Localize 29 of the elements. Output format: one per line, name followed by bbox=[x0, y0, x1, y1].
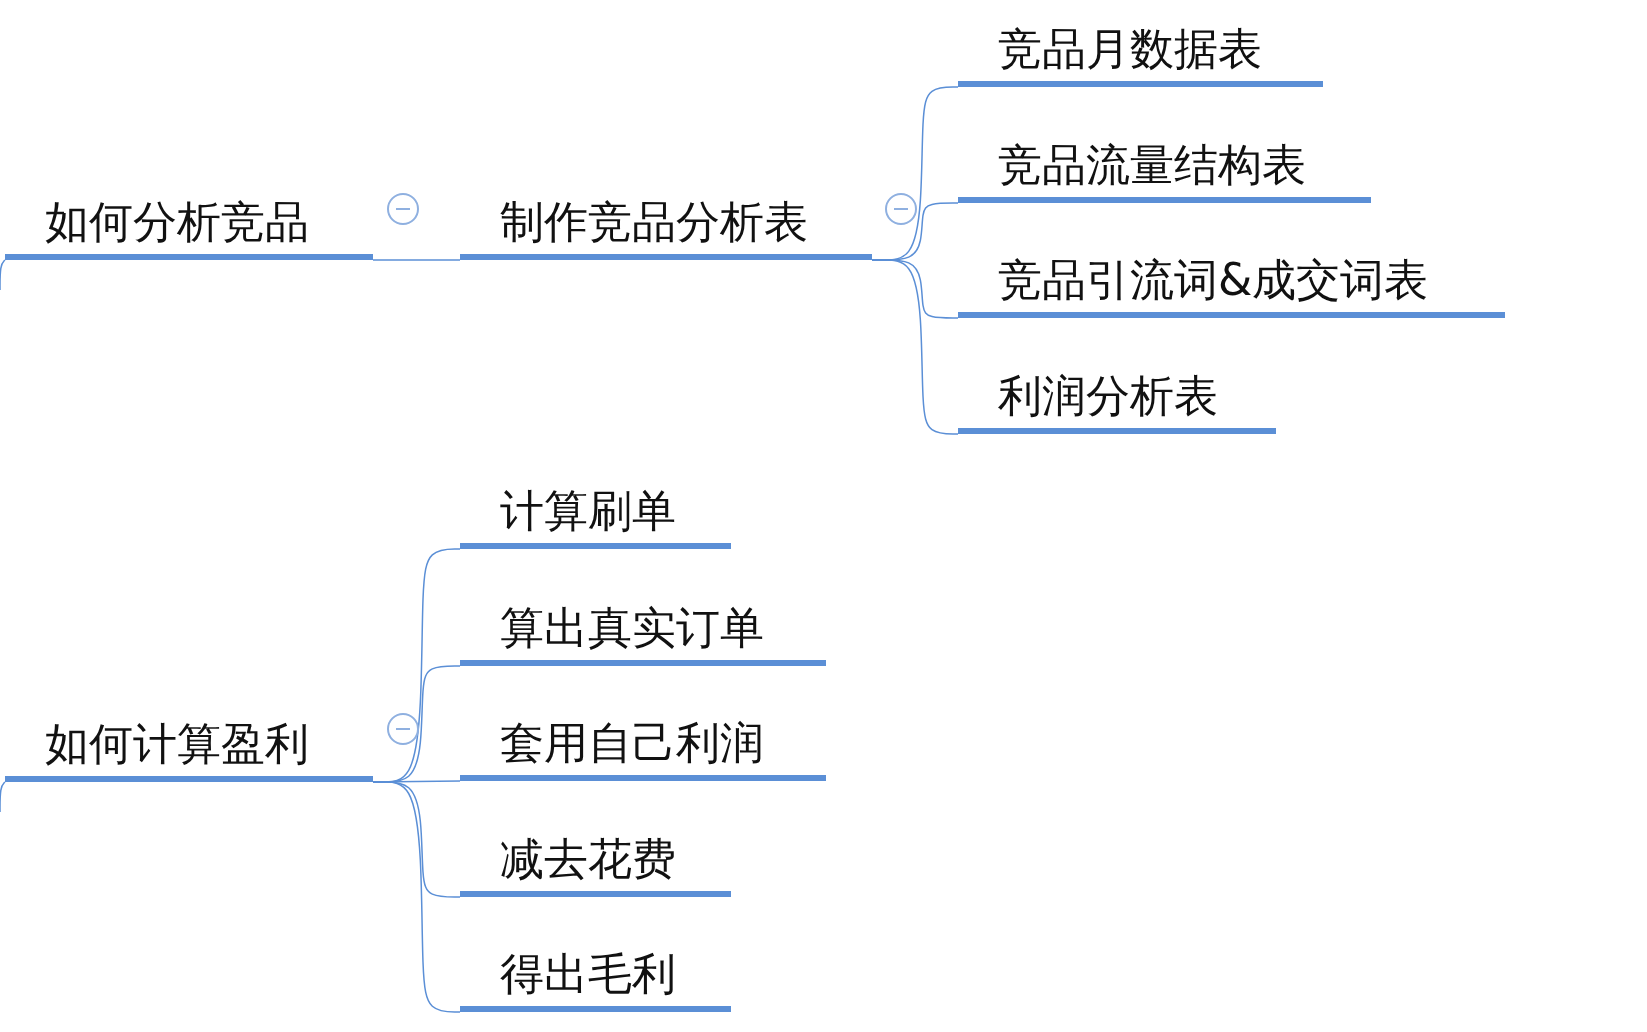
topic-text: 算出真实订单 bbox=[500, 602, 764, 654]
topic-bar bbox=[460, 489, 731, 549]
topic-text: 利润分析表 bbox=[998, 370, 1218, 422]
topic-text: 得出毛利 bbox=[500, 948, 676, 1000]
topic-bar bbox=[460, 606, 826, 666]
topic-bar bbox=[460, 952, 731, 1012]
topic-text: 计算刷单 bbox=[500, 485, 676, 537]
topic-text: 竞品流量结构表 bbox=[998, 139, 1306, 191]
topic-text: 竞品月数据表 bbox=[998, 23, 1262, 75]
connector-line bbox=[372, 259, 461, 261]
topic-bar bbox=[460, 200, 872, 260]
topic-bar bbox=[5, 722, 373, 782]
topic-text: 套用自己利润 bbox=[500, 717, 764, 769]
topic-text: 如何分析竞品 bbox=[45, 196, 309, 248]
topic-text: 减去花费 bbox=[500, 833, 676, 885]
topic-bar bbox=[958, 27, 1323, 87]
topic-bar bbox=[958, 143, 1371, 203]
topic-text: 如何计算盈利 bbox=[45, 718, 309, 770]
connector-line bbox=[0, 259, 6, 291]
topic-bar bbox=[460, 837, 731, 897]
connector-line bbox=[871, 259, 959, 435]
connector-line bbox=[372, 781, 461, 1013]
topic-bar bbox=[958, 374, 1276, 434]
topic-text: 制作竞品分析表 bbox=[500, 196, 808, 248]
topic-text: 竞品引流词&成交词表 bbox=[998, 254, 1429, 306]
topic-bar bbox=[460, 721, 826, 781]
connector-line bbox=[0, 781, 6, 813]
topic-bar bbox=[958, 258, 1505, 318]
topic-bar bbox=[5, 200, 373, 260]
